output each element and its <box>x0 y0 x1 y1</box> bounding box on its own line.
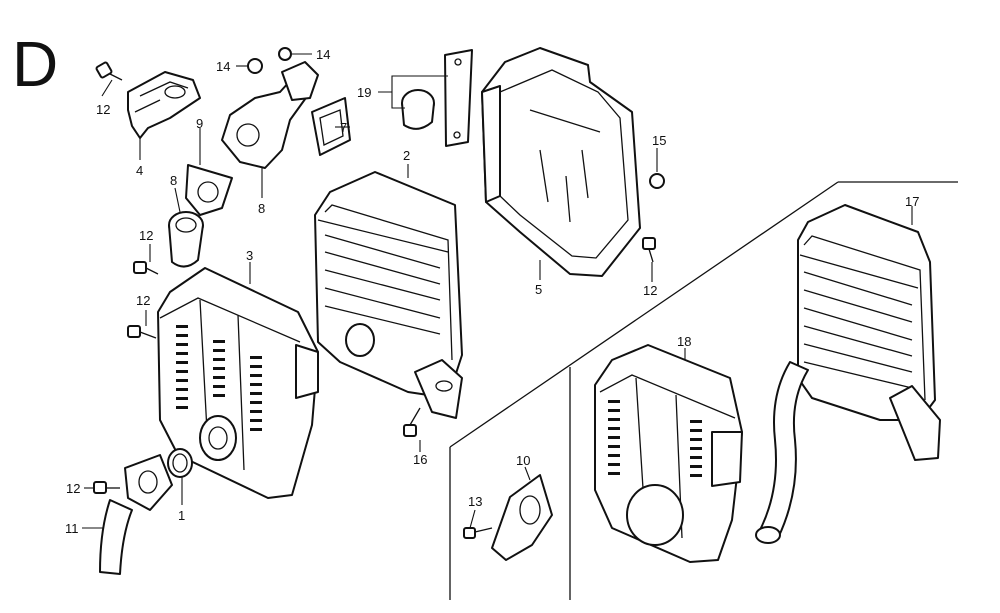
bolt-12-b <box>642 237 656 263</box>
heat-protector-part-4 <box>127 71 201 139</box>
callout-numbers: 12 4 14 14 9 8 8 7 19 2 15 12 3 12 5 12 … <box>65 47 919 536</box>
nut-14-b <box>278 47 292 61</box>
nut-15 <box>649 173 665 189</box>
callout-14-b: 14 <box>316 47 330 62</box>
protector-part-19 <box>401 49 473 147</box>
exhaust-flange-part-6-upper <box>221 61 319 169</box>
callout-12-a: 12 <box>96 102 110 117</box>
callout-12-c: 12 <box>136 293 150 308</box>
muffler-part-2 <box>314 171 463 419</box>
nut-14-a <box>247 58 263 74</box>
cover-18-slots <box>608 400 702 477</box>
leader-lines <box>82 53 913 529</box>
callout-9: 9 <box>196 116 203 131</box>
callout-12-e: 12 <box>66 481 80 496</box>
gasket-ring-part-1 <box>167 448 193 478</box>
callout-4: 4 <box>136 163 143 178</box>
bolt-12-c <box>133 261 159 275</box>
bolt-12-d <box>127 325 157 339</box>
gasket-part-7 <box>311 97 351 156</box>
callout-11: 11 <box>65 521 79 536</box>
inset-divider <box>449 181 958 600</box>
bolt-12-a <box>95 61 123 81</box>
callout-15: 15 <box>652 133 666 148</box>
bolt-16 <box>403 407 421 437</box>
callout-8-a: 8 <box>170 173 177 188</box>
exhaust-pipe-part-11 <box>99 454 173 575</box>
callout-16: 16 <box>413 452 427 467</box>
callout-14-a: 14 <box>216 59 230 74</box>
muffler-protector-part-5 <box>481 47 641 277</box>
section-letter: D <box>12 28 58 100</box>
callout-12-b: 12 <box>139 228 153 243</box>
muffler-part-17 <box>755 204 941 544</box>
spark-arrester-part-10 <box>491 474 553 561</box>
callout-18: 18 <box>677 334 691 349</box>
gasket-part-9 <box>185 164 233 216</box>
cover-slots <box>176 325 262 431</box>
callout-10: 10 <box>516 453 530 468</box>
muffler-cover-part-18 <box>594 344 743 563</box>
callout-3: 3 <box>246 248 253 263</box>
muffler-cover-part-3 <box>157 267 319 499</box>
callout-19: 19 <box>357 85 371 100</box>
pipe-collar-part-8 <box>168 211 204 268</box>
callout-5: 5 <box>535 282 542 297</box>
callout-2: 2 <box>403 148 410 163</box>
callout-7: 7 <box>340 120 347 135</box>
bolt-12-e <box>93 481 120 494</box>
callout-13: 13 <box>468 494 482 509</box>
callout-17: 17 <box>905 194 919 209</box>
bolt-13 <box>463 527 493 539</box>
callout-12-d: 12 <box>643 283 657 298</box>
callout-1: 1 <box>178 508 185 523</box>
callout-8-b: 8 <box>258 201 265 216</box>
